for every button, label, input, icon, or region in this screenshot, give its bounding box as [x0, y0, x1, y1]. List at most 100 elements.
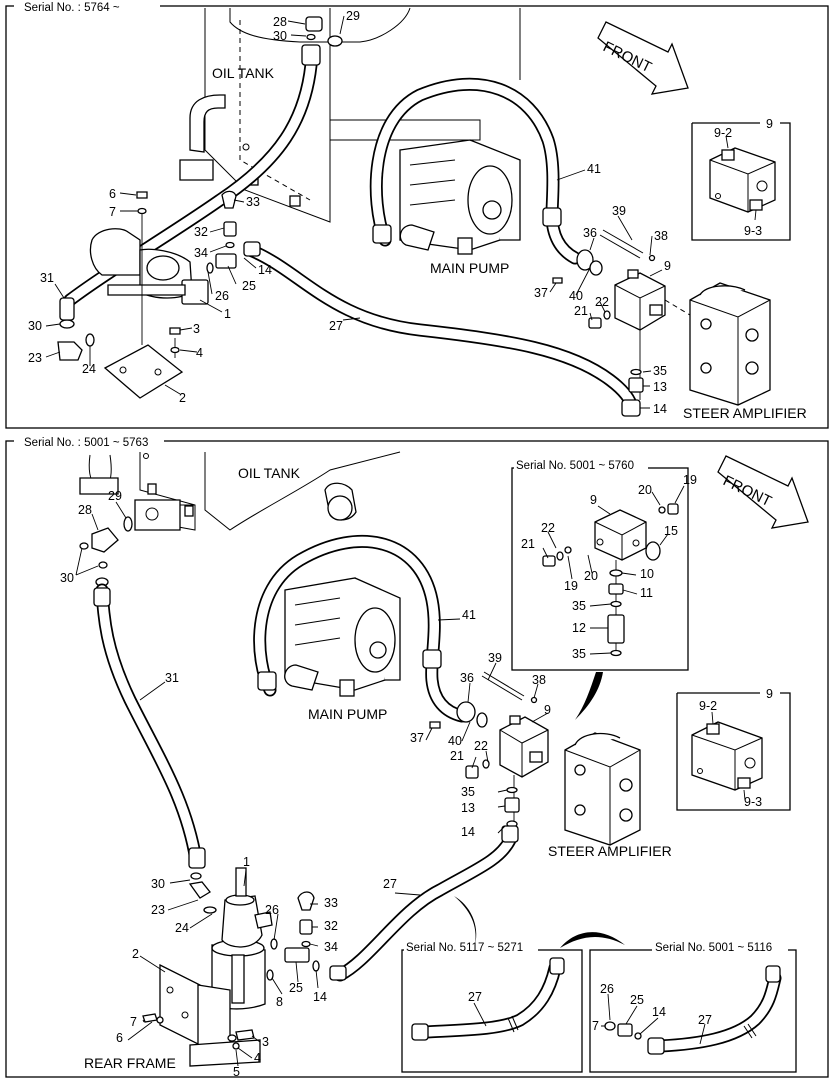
bottom-callout-6: 6 — [116, 1031, 123, 1045]
bottom-rear-frame — [189, 1039, 261, 1067]
top-callout-22: 22 — [595, 295, 609, 309]
bottom-valve-block-9 — [499, 715, 549, 778]
bottom-callout-32: 32 — [324, 919, 338, 933]
top-callout-25: 25 — [242, 279, 256, 293]
bottom-detail-9 — [676, 692, 791, 811]
top-callout-41: 41 — [587, 162, 601, 176]
bottom-flange-36 — [456, 701, 476, 723]
top-callout-3: 3 — [193, 322, 200, 336]
top-callout-7: 7 — [109, 205, 116, 219]
top-detail-9 — [691, 122, 791, 241]
bottom-hose-31 — [95, 583, 203, 867]
top-callout-36: 36 — [583, 226, 597, 240]
inset-a-callout-35: 35 — [572, 599, 586, 613]
top-steer-amplifier — [689, 282, 771, 406]
bottom-rear-frame-label: REAR FRAME — [84, 1055, 176, 1071]
bottom-steer-amplifier — [564, 732, 641, 846]
inset-a-callout-15: 15 — [664, 524, 678, 538]
bottom-callout-5: 5 — [233, 1065, 240, 1079]
bottom-callout-35: 35 — [461, 785, 475, 799]
bottom-callout-40: 40 — [448, 734, 462, 748]
inset-a-callout-19b: 19 — [564, 579, 578, 593]
bottom-inset-a: Serial No. 5001 ~ 5760 9 20 19 22 21 15 … — [511, 460, 697, 671]
bottom-bracket-2 — [159, 963, 201, 1047]
inset-a-callout-10: 10 — [640, 567, 654, 581]
bottom-panel-frame — [5, 440, 829, 1078]
top-elbow-28 — [305, 16, 323, 32]
inset-b-pointer — [454, 896, 477, 945]
top-panel: Serial No. : 5764 ~ OIL TANK — [5, 0, 829, 429]
inset-a-serial: Serial No. 5001 ~ 5760 — [516, 460, 634, 472]
top-detail-9-2-label: 9-2 — [714, 126, 732, 140]
bottom-callout-33: 33 — [324, 896, 338, 910]
bottom-callout-34: 34 — [324, 940, 338, 954]
top-oring-30 — [306, 33, 316, 41]
inset-c-callout-27: 27 — [698, 1013, 712, 1027]
top-flange-36 — [576, 249, 594, 271]
bottom-hose-41 — [253, 534, 469, 723]
top-callout-23: 23 — [28, 351, 42, 365]
bottom-callout-7: 7 — [130, 1015, 137, 1029]
top-callout-30: 30 — [273, 29, 287, 43]
bottom-serial-label: Serial No. : 5001 ~ 5763 — [24, 437, 148, 449]
bottom-callouts: 28 29 30 31 41 39 38 36 9 37 40 22 21 35… — [60, 489, 551, 1079]
bottom-callout-30: 30 — [60, 571, 74, 585]
inset-a-callout-20b: 20 — [584, 569, 598, 583]
bottom-callout-30b: 30 — [151, 877, 165, 891]
top-front-arrow — [597, 21, 689, 95]
top-callouts: 28 29 30 6 7 33 32 34 14 25 26 1 31 30 2… — [28, 9, 671, 416]
bottom-hose-27 — [333, 833, 517, 982]
top-serial-label: Serial No. : 5764 ~ — [24, 2, 120, 14]
top-callout-9: 9 — [664, 259, 671, 273]
inset-a-callout-12: 12 — [572, 621, 586, 635]
bottom-oring-8 — [266, 969, 274, 981]
top-callout-40: 40 — [569, 289, 583, 303]
top-detail-9-title: 9 — [766, 117, 773, 131]
bottom-callout-28: 28 — [78, 503, 92, 517]
top-filter-assembly — [89, 228, 209, 305]
top-bracket-2 — [103, 344, 184, 399]
top-callout-14b: 14 — [653, 402, 667, 416]
bottom-callout-25: 25 — [289, 981, 303, 995]
bottom-detail-9-3-label: 9-3 — [744, 795, 762, 809]
bottom-callout-9: 9 — [544, 703, 551, 717]
top-oring-29 — [327, 35, 343, 47]
bottom-callout-24: 24 — [175, 921, 189, 935]
inset-a-callout-19: 19 — [683, 473, 697, 487]
top-main-pump — [399, 139, 521, 255]
top-callout-39: 39 — [612, 204, 626, 218]
top-callout-38: 38 — [654, 229, 668, 243]
top-callout-35: 35 — [653, 364, 667, 378]
top-callout-31: 31 — [40, 271, 54, 285]
bottom-callout-3: 3 — [262, 1035, 269, 1049]
bottom-detail-9-title: 9 — [766, 687, 773, 701]
bottom-main-pump — [284, 577, 401, 697]
bottom-fitting-28 — [91, 527, 119, 553]
inset-c-callout-7: 7 — [592, 1019, 599, 1033]
bottom-callout-36: 36 — [460, 671, 474, 685]
top-callout-4: 4 — [196, 346, 203, 360]
bottom-filter-assembly — [211, 867, 273, 1010]
top-callout-30b: 30 — [28, 319, 42, 333]
bottom-callout-23: 23 — [151, 903, 165, 917]
inset-a-callout-21: 21 — [521, 537, 535, 551]
top-main-pump-label: MAIN PUMP — [430, 260, 509, 276]
top-oil-tank-label: OIL TANK — [212, 65, 275, 81]
top-callout-14: 14 — [258, 263, 272, 277]
bottom-panel: Serial No. : 5001 ~ 5763 OIL TANK — [5, 435, 829, 1079]
bottom-inset-b: Serial No. 5117 ~ 5271 27 — [401, 942, 583, 1073]
bottom-callout-39: 39 — [488, 651, 502, 665]
top-elbow-23 — [57, 341, 83, 361]
inset-c-pointer — [560, 932, 625, 948]
inset-a-callout-9: 9 — [590, 493, 597, 507]
top-callout-6: 6 — [109, 187, 116, 201]
bottom-callout-27: 27 — [383, 877, 397, 891]
bottom-callout-22: 22 — [474, 739, 488, 753]
bottom-callout-8: 8 — [276, 995, 283, 1009]
top-callout-2: 2 — [179, 391, 186, 405]
top-callout-26: 26 — [215, 289, 229, 303]
bottom-callout-1: 1 — [243, 855, 250, 869]
bottom-steer-amplifier-label: STEER AMPLIFIER — [548, 843, 672, 859]
